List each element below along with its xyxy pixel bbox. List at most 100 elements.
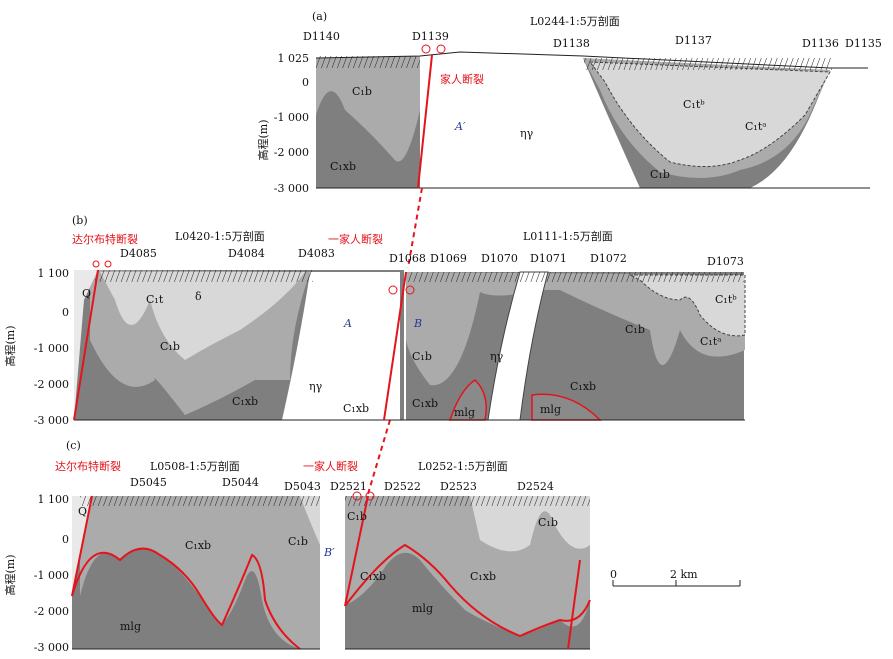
panel-a-tag: (a) [312, 10, 327, 23]
c1b-right-b [406, 272, 745, 386]
fault-mid-label-b: 一家人断裂 [328, 232, 383, 246]
svg-text:mlg: mlg [120, 620, 141, 633]
svg-text:C₁t: C₁t [146, 293, 164, 306]
svg-text:C₁tᵇ: C₁tᵇ [683, 98, 705, 111]
svg-text:0: 0 [302, 76, 309, 89]
block-a: A [343, 317, 352, 330]
svg-text:D5045: D5045 [130, 476, 167, 489]
svg-text:C₁xb: C₁xb [412, 397, 438, 410]
svg-text:D5043: D5043 [284, 480, 321, 493]
svg-text:D5044: D5044 [222, 476, 259, 489]
svg-text:-2 000: -2 000 [34, 605, 69, 618]
svg-text:1 100: 1 100 [38, 267, 70, 280]
y-axis-label-a: 高程(m) [256, 119, 270, 160]
stations-a: D1140 D1139 D1138 D1137 D1136 D1135 [303, 30, 882, 50]
svg-text:0: 0 [62, 306, 69, 319]
svg-text:0: 0 [62, 533, 69, 546]
svg-text:0: 0 [610, 568, 617, 581]
weathering-b1 [95, 270, 313, 282]
units-a: C₁b C₁xb C₁tᵇ C₁tᵃ C₁b ηγ [330, 85, 767, 181]
fault-label-a: 家人断裂 [440, 72, 484, 86]
svg-text:D2523: D2523 [440, 480, 477, 493]
c1xb-body-c [80, 496, 320, 649]
c1b-body-a [316, 56, 420, 162]
fault-left-b [73, 269, 99, 421]
svg-text:C₁b: C₁b [352, 85, 372, 98]
svg-text:D2524: D2524 [517, 480, 554, 493]
fault-symbol-in [436, 44, 446, 54]
svg-text:C₁b: C₁b [160, 340, 180, 353]
svg-text:C₁b: C₁b [288, 535, 308, 548]
svg-text:-1 000: -1 000 [34, 569, 69, 582]
block-b: B [413, 317, 422, 330]
svg-text:D1071: D1071 [530, 252, 567, 265]
svg-text:-1 000: -1 000 [34, 342, 69, 355]
panel-b-title: L0420-1:5万剖面 [175, 229, 265, 243]
fault-left-label-c: 达尔布特断裂 [55, 459, 121, 473]
block-a-prime: A′ [454, 120, 466, 133]
stations-c: D5045 D5044 D5043 D2521 D2522 D2523 D252… [130, 476, 554, 493]
svg-text:D1137: D1137 [675, 34, 712, 47]
svg-text:C₁xb: C₁xb [570, 380, 596, 393]
svg-text:D2522: D2522 [384, 480, 421, 493]
mlg-contact-right-c [344, 543, 591, 638]
block-b-prime: B′ [323, 546, 335, 559]
fault-mid-label-c: 一家人断裂 [303, 459, 358, 473]
mlg-b2 [531, 393, 602, 421]
panel-b: (b) L0420-1:5万剖面 L0111-1:5万剖面 达尔布特断裂 一家人… [3, 214, 746, 427]
svg-text:-3 000: -3 000 [34, 414, 69, 427]
mlg-b1 [448, 379, 487, 421]
y-axis-label-b: 高程(m) [3, 325, 17, 366]
svg-text:D2521: D2521 [330, 480, 367, 493]
svg-text:D1135: D1135 [845, 37, 882, 50]
fault-connector-ab [407, 187, 423, 269]
svg-text:-3 000: -3 000 [34, 641, 69, 654]
panel-c-title: L0508-1:5万剖面 [150, 459, 240, 473]
svg-text:D1138: D1138 [553, 37, 590, 50]
svg-text:mlg: mlg [540, 403, 561, 416]
weathering-a1 [316, 56, 420, 68]
svg-text:1 100: 1 100 [38, 493, 70, 506]
svg-text:D1140: D1140 [303, 30, 340, 43]
q-body-b [74, 270, 98, 420]
svg-text:C₁xb: C₁xb [185, 539, 211, 552]
svg-text:-1 000: -1 000 [274, 111, 309, 124]
svg-text:-2 000: -2 000 [274, 146, 309, 159]
svg-text:2 km: 2 km [670, 568, 698, 581]
panel-a-title: L0244-1:5万剖面 [530, 14, 620, 28]
svg-text:ηγ: ηγ [520, 127, 534, 140]
fault-line-a [417, 54, 433, 189]
c1t-body-b [100, 272, 305, 360]
panel-c: (c) L0508-1:5万剖面 L0252-1:5万剖面 达尔布特断裂 一家人… [3, 439, 591, 654]
svg-text:mlg: mlg [412, 602, 433, 615]
panel-b-tag: (b) [72, 214, 88, 227]
panel-c-title2: L0252-1:5万剖面 [418, 459, 508, 473]
svg-text:D1139: D1139 [412, 30, 449, 43]
fault-mid-b [383, 271, 407, 421]
fault-left-label-b: 达尔布特断裂 [72, 232, 138, 246]
intrusion-b-left [280, 272, 400, 420]
c1b-right-c [470, 496, 590, 552]
svg-text:D1072: D1072 [590, 252, 627, 265]
svg-text:-2 000: -2 000 [34, 378, 69, 391]
y-axis-label-c: 高程(m) [3, 554, 17, 595]
svg-text:δ: δ [195, 290, 202, 303]
y-ticks-a: 1 025 0 -1 000 -2 000 -3 000 [274, 52, 309, 195]
stations-b: D4085 D4084 D4083 D1068 D1069 D1070 D107… [120, 247, 744, 268]
svg-text:D1136: D1136 [802, 37, 839, 50]
c1t-right-a [588, 61, 831, 168]
panel-c-tag: (c) [66, 439, 81, 452]
mlg-contact-c [71, 547, 301, 650]
c1t-right-b [629, 274, 746, 337]
svg-text:mlg: mlg [454, 406, 475, 419]
svg-text:C₁xb: C₁xb [232, 395, 258, 408]
svg-text:C₁b: C₁b [538, 516, 558, 529]
svg-text:ηγ: ηγ [309, 380, 323, 393]
panel-a: (a) L0244-1:5万剖面 高程(m) 1 025 0 -1 000 -2… [256, 10, 882, 195]
svg-text:-3 000: -3 000 [274, 182, 309, 195]
y-ticks-c: 1 100 0 -1 000 -2 000 -3 000 [34, 493, 69, 654]
svg-text:C₁xb: C₁xb [360, 570, 386, 583]
svg-text:D1069: D1069 [430, 252, 467, 265]
svg-text:Q: Q [82, 287, 91, 300]
svg-text:C₁xb: C₁xb [343, 402, 369, 415]
